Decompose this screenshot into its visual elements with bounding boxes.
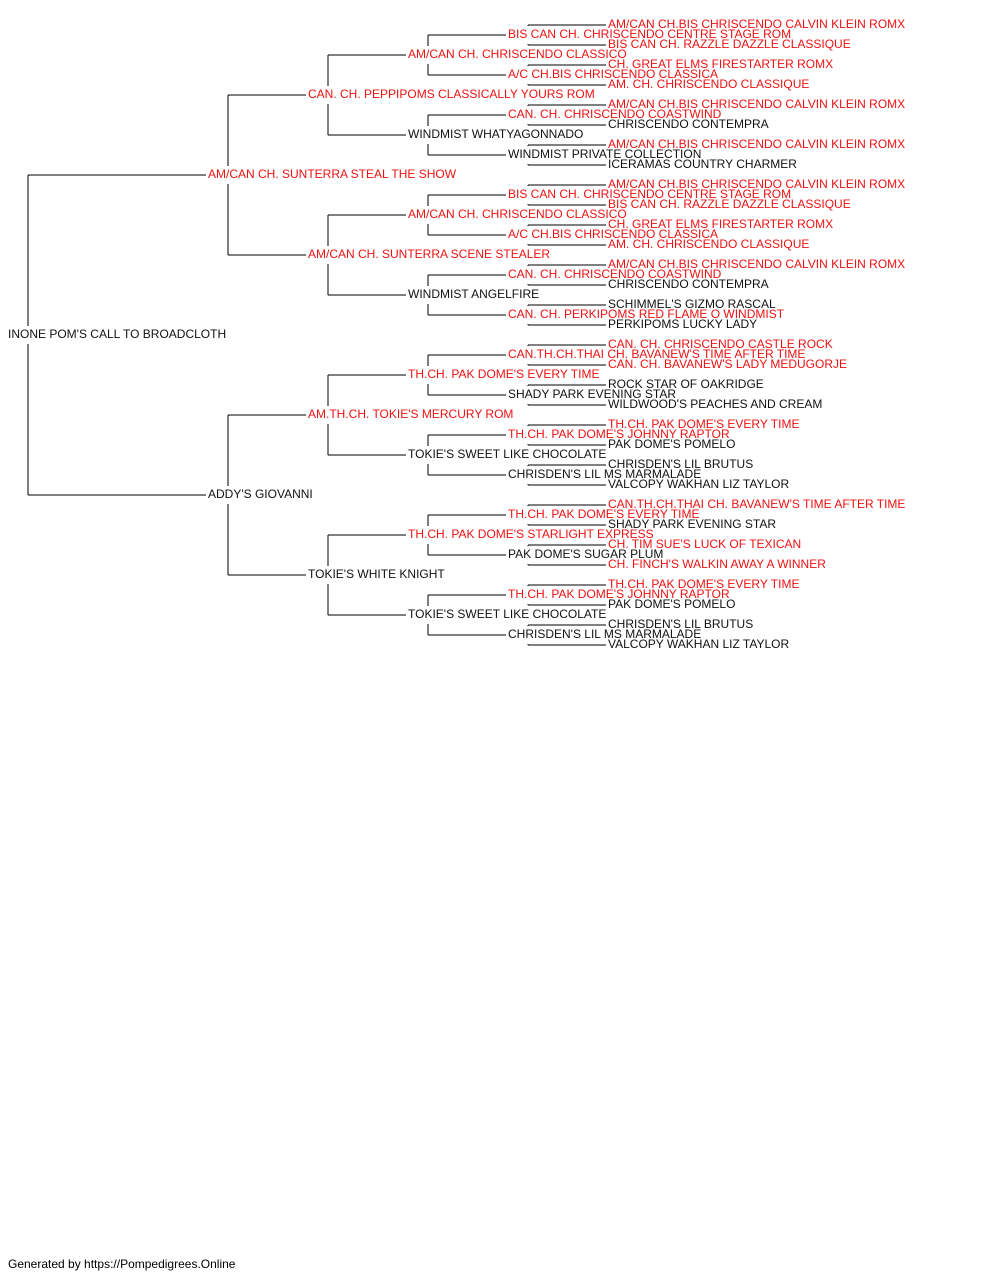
dog-name-gen4: CHRISDEN'S LIL MS MARMALADE [508, 467, 701, 481]
dog-name-gen4: PAK DOME'S SUGAR PLUM [508, 547, 663, 561]
dog-name-gen2: CAN. CH. PEPPIPOMS CLASSICALLY YOURS ROM [308, 87, 595, 101]
dog-name-gen5: PERKIPOMS LUCKY LADY [608, 317, 757, 331]
dog-name-gen3: AM/CAN CH. CHRISCENDO CLASSICO [408, 47, 627, 61]
dog-name-gen3: TH.CH. PAK DOME'S STARLIGHT EXPRESS [408, 527, 654, 541]
dog-name-gen3: WINDMIST WHATYAGONNADO [408, 127, 583, 141]
dog-name-gen5: CH. TIM SUE'S LUCK OF TEXICAN [608, 537, 801, 551]
dog-name-gen5: CH. FINCH'S WALKIN AWAY A WINNER [608, 557, 826, 571]
dog-name-gen3: TOKIE'S SWEET LIKE CHOCOLATE [408, 447, 606, 461]
dog-name-gen5: ROCK STAR OF OAKRIDGE [608, 377, 764, 391]
dog-name-gen4: TH.CH. PAK DOME'S JOHNNY RAPTOR [508, 587, 730, 601]
dog-name-gen5: BIS CAN CH. RAZZLE DAZZLE CLASSIQUE [608, 37, 851, 51]
dog-name-gen5: VALCOPY WAKHAN LIZ TAYLOR [608, 637, 789, 651]
dog-name-gen5: AM. CH. CHRISCENDO CLASSIQUE [608, 77, 809, 91]
dog-name-gen5: AM/CAN CH.BIS CHRISCENDO CALVIN KLEIN RO… [608, 257, 905, 271]
dog-name-gen3: AM/CAN CH. CHRISCENDO CLASSICO [408, 207, 627, 221]
dog-name-gen3: TH.CH. PAK DOME'S EVERY TIME [408, 367, 599, 381]
dog-name-gen4: TH.CH. PAK DOME'S EVERY TIME [508, 507, 699, 521]
dog-name-gen2: TOKIE'S WHITE KNIGHT [308, 567, 445, 581]
dog-name-gen2: AM/CAN CH. SUNTERRA SCENE STEALER [308, 247, 550, 261]
dog-name-gen5: CAN.TH.CH.THAI CH. BAVANEW'S TIME AFTER … [608, 497, 905, 511]
dog-name-gen1: ADDY'S GIOVANNI [208, 487, 313, 501]
dog-name-gen3: WINDMIST ANGELFIRE [408, 287, 539, 301]
dog-name-gen5: CHRISCENDO CONTEMPRA [608, 277, 769, 291]
dog-name-gen4: CAN.TH.CH.THAI CH. BAVANEW'S TIME AFTER … [508, 347, 805, 361]
dog-name-gen5: CH. GREAT ELMS FIRESTARTER ROMX [608, 57, 833, 71]
dog-name-gen4: BIS CAN CH. CHRISCENDO CENTRE STAGE ROM [508, 187, 791, 201]
pedigree-names: INONE POM'S CALL TO BROADCLOTH AM/CAN CH.… [8, 17, 905, 651]
dog-name-gen4: A/C CH.BIS CHRISCENDO CLASSICA [508, 227, 718, 241]
dog-name-gen3: TOKIE'S SWEET LIKE CHOCOLATE [408, 607, 606, 621]
dog-name-gen5: WILDWOOD'S PEACHES AND CREAM [608, 397, 822, 411]
dog-name-gen4: CHRISDEN'S LIL MS MARMALADE [508, 627, 701, 641]
dog-name-gen5: CHRISDEN'S LIL BRUTUS [608, 617, 753, 631]
dog-name-gen5: PAK DOME'S POMELO [608, 597, 735, 611]
dog-name-gen5: AM/CAN CH.BIS CHRISCENDO CALVIN KLEIN RO… [608, 97, 905, 111]
dog-name-gen5: SCHIMMEL'S GIZMO RASCAL [608, 297, 776, 311]
dog-name-gen5: CAN. CH. BAVANEW'S LADY MEDUGORJE [608, 357, 847, 371]
dog-name-gen5: TH.CH. PAK DOME'S EVERY TIME [608, 417, 799, 431]
dog-name-gen4: SHADY PARK EVENING STAR [508, 387, 676, 401]
dog-name-gen5: CHRISDEN'S LIL BRUTUS [608, 457, 753, 471]
dog-name-gen4: CAN. CH. CHRISCENDO COASTWIND [508, 267, 722, 281]
dog-name-gen5: CHRISCENDO CONTEMPRA [608, 117, 769, 131]
dog-name-gen4: WINDMIST PRIVATE COLLECTION [508, 147, 701, 161]
dog-name-gen1: AM/CAN CH. SUNTERRA STEAL THE SHOW [208, 167, 457, 181]
dog-name-gen5: VALCOPY WAKHAN LIZ TAYLOR [608, 477, 789, 491]
dog-name-gen4: A/C CH.BIS CHRISCENDO CLASSICA [508, 67, 718, 81]
dog-name-gen4: TH.CH. PAK DOME'S JOHNNY RAPTOR [508, 427, 730, 441]
dog-name-gen5: PAK DOME'S POMELO [608, 437, 735, 451]
dog-name-gen5: SHADY PARK EVENING STAR [608, 517, 776, 531]
dog-name-gen4: BIS CAN CH. CHRISCENDO CENTRE STAGE ROM [508, 27, 791, 41]
dog-name-gen5: AM/CAN CH.BIS CHRISCENDO CALVIN KLEIN RO… [608, 137, 905, 151]
dog-name-gen4: CAN. CH. PERKIPOMS RED FLAME O WINDMIST [508, 307, 785, 321]
dog-name-gen5: AM/CAN CH.BIS CHRISCENDO CALVIN KLEIN RO… [608, 17, 905, 31]
dog-name-gen4: CAN. CH. CHRISCENDO COASTWIND [508, 107, 722, 121]
dog-name-gen5: TH.CH. PAK DOME'S EVERY TIME [608, 577, 799, 591]
pedigree-connectors [27, 24, 606, 646]
dog-name-gen0: INONE POM'S CALL TO BROADCLOTH [8, 327, 226, 341]
dog-name-gen5: ICERAMAS COUNTRY CHARMER [608, 157, 797, 171]
dog-name-gen5: BIS CAN CH. RAZZLE DAZZLE CLASSIQUE [608, 197, 851, 211]
dog-name-gen5: AM. CH. CHRISCENDO CLASSIQUE [608, 237, 809, 251]
generated-by-footer: Generated by https://Pompedigrees.Online [8, 1257, 236, 1271]
dog-name-gen5: CH. GREAT ELMS FIRESTARTER ROMX [608, 217, 833, 231]
dog-name-gen5: AM/CAN CH.BIS CHRISCENDO CALVIN KLEIN RO… [608, 177, 905, 191]
dog-name-gen5: CAN. CH. CHRISCENDO CASTLE ROCK [608, 337, 833, 351]
dog-name-gen2: AM.TH.CH. TOKIE'S MERCURY ROM [308, 407, 513, 421]
